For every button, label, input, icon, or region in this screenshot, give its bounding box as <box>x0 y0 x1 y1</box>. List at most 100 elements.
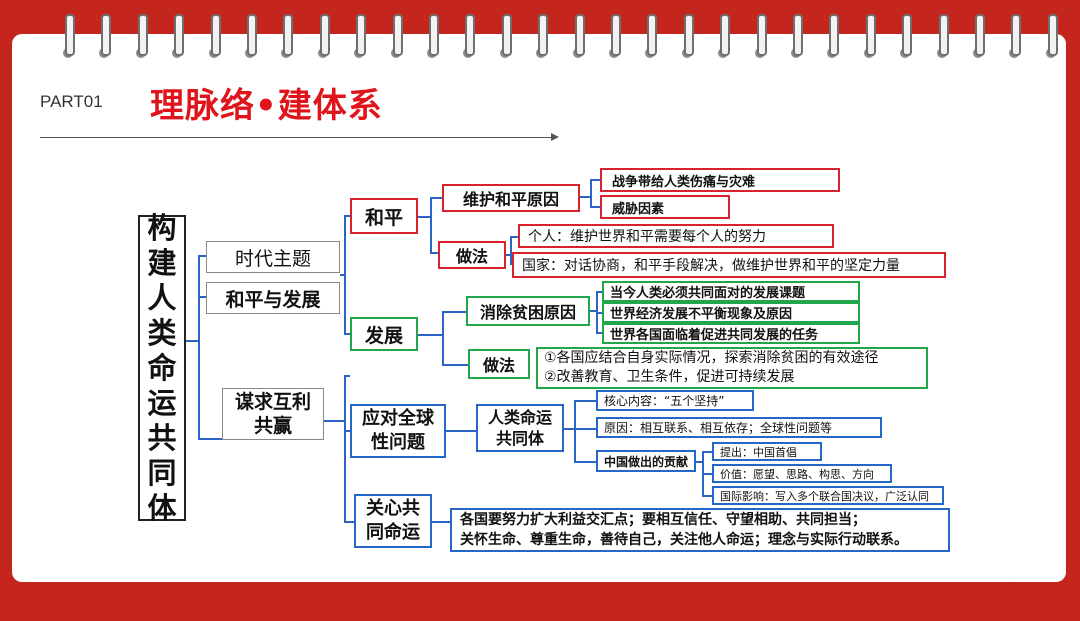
binding-ring <box>900 14 913 60</box>
node-peace: 和平 <box>350 198 418 234</box>
ring-loop <box>720 14 731 56</box>
node-shared-destiny: 关心共同命运 <box>354 494 432 548</box>
binding-ring <box>827 14 840 60</box>
ring-loop <box>1011 14 1022 56</box>
binding-ring <box>463 14 476 60</box>
node-development-method-label: 做法 <box>482 356 515 375</box>
ring-loop <box>356 14 367 56</box>
node-poverty-reason: 消除贫困原因 <box>466 296 590 326</box>
china-contribution-item: 国际影响：写入多个联合国决议，广泛认同 <box>712 486 944 505</box>
ring-loop <box>247 14 257 56</box>
node-peace-method-label: 做法 <box>455 247 488 266</box>
node-peace-method: 做法 <box>438 241 506 269</box>
binding-ring <box>681 14 694 60</box>
node-peace-label: 和平 <box>364 206 403 229</box>
binding-ring <box>427 14 439 60</box>
development-method-text: ①各国应结合自身实际情况，探索消除贫困的有效途径 <box>544 350 879 366</box>
binding-ring <box>317 14 330 60</box>
poverty-reason-text: 当今人类必须共同面对的发展课题 <box>610 286 806 301</box>
binding-ring <box>499 14 512 60</box>
ring-loop <box>829 14 840 56</box>
ring-loop <box>465 14 476 56</box>
binding-ring <box>245 14 257 60</box>
ring-loop <box>756 14 767 56</box>
binding-ring <box>936 14 949 60</box>
binding-ring <box>791 14 803 60</box>
node-peace-reason-label: 维护和平原因 <box>462 190 559 209</box>
development-method-list: ①各国应结合自身实际情况，探索消除贫困的有效途径 ②改善教育、卫生条件，促进可持… <box>536 347 928 389</box>
ring-loop <box>574 14 585 56</box>
ring-loop <box>137 14 148 56</box>
root-label: 构建人类命运共同体 <box>147 210 177 525</box>
node-development: 发展 <box>350 317 418 351</box>
peace-method-item: 个人：维护世界和平需要每个人的努力 <box>518 224 834 248</box>
shared-destiny-text: 各国要努力扩大利益交汇点；要相互信任、守望相助、共同担当； <box>460 512 866 528</box>
binding-ring <box>354 14 367 60</box>
node-shared-destiny-label: 关心共同命运 <box>366 498 420 543</box>
node-china-contribution-label: 中国做出的贡献 <box>604 454 689 469</box>
arrow-head-icon <box>551 133 559 141</box>
binding-ring <box>572 14 585 60</box>
binding-ring <box>1009 14 1022 60</box>
binding-ring <box>281 14 294 60</box>
china-contribution-item: 提出：中国首倡 <box>712 442 822 461</box>
ring-loop <box>429 14 439 56</box>
node-development-method: 做法 <box>468 349 530 379</box>
china-contribution-text: 价值：愿望、思路、构思、方向 <box>720 467 874 481</box>
ring-loop <box>210 14 221 56</box>
peace-reason-text: 战争带给人类伤痛与灾难 <box>612 174 756 190</box>
ring-loop <box>865 14 876 56</box>
ring-loop <box>647 14 658 56</box>
binding-ring <box>754 14 767 60</box>
ring-loop <box>1047 14 1058 56</box>
poverty-reason-item: 世界各国面临着促进共同发展的任务 <box>602 323 860 344</box>
page-title: 理脉络•建体系 <box>150 86 383 126</box>
global-cause: 原因：相互联系、相互依存；全球性问题等 <box>596 417 882 438</box>
node-mutual-benefit-label: 谋求互利共赢 <box>234 391 311 437</box>
ring-loop <box>683 14 694 56</box>
node-community: 人类命运共同体 <box>476 404 564 452</box>
binding-ring <box>536 14 549 60</box>
ring-loop <box>793 14 803 56</box>
node-china-contribution: 中国做出的贡献 <box>596 450 696 472</box>
ring-loop <box>938 14 949 56</box>
node-global-issues: 应对全球性问题 <box>350 404 446 458</box>
node-community-label: 人类命运共同体 <box>487 408 552 448</box>
binding-ring <box>609 14 621 60</box>
china-contribution-text: 国际影响：写入多个联合国决议，广泛认同 <box>720 489 929 503</box>
global-core-content-text: 核心内容：“五个坚持” <box>604 394 725 408</box>
global-cause-text: 原因：相互联系、相互依存；全球性问题等 <box>604 421 833 435</box>
ring-loop <box>65 14 75 56</box>
china-contribution-text: 提出：中国首倡 <box>720 445 797 459</box>
binding-ring <box>99 14 112 60</box>
binding-ring <box>863 14 876 60</box>
ring-loop <box>975 14 985 56</box>
global-core-content: 核心内容：“五个坚持” <box>596 390 754 411</box>
node-global-issues-label: 应对全球性问题 <box>362 408 434 453</box>
poverty-reason-text: 世界经济发展不平衡现象及原因 <box>610 307 793 322</box>
part-label: PART01 <box>40 92 103 111</box>
ring-loop <box>902 14 913 56</box>
binding-ring <box>390 14 403 60</box>
peace-reason-text: 威胁因素 <box>612 201 665 217</box>
ring-loop <box>101 14 112 56</box>
root-node: 构建人类命运共同体 <box>138 211 186 525</box>
poverty-reason-text: 世界各国面临着促进共同发展的任务 <box>610 328 819 343</box>
shared-destiny-content: 各国要努力扩大利益交汇点；要相互信任、守望相助、共同担当； 关怀生命、尊重生命，… <box>450 508 950 552</box>
node-peace-development: 和平与发展 <box>206 282 340 314</box>
binding-ring <box>63 14 75 60</box>
ring-loop <box>538 14 549 56</box>
binding-ring <box>172 14 185 60</box>
binding-ring <box>208 14 221 60</box>
poverty-reason-item: 当今人类必须共同面对的发展课题 <box>602 281 860 302</box>
binding-ring <box>645 14 658 60</box>
node-era-theme: 时代主题 <box>206 241 340 273</box>
poverty-reason-item: 世界经济发展不平衡现象及原因 <box>602 302 860 323</box>
slide: 道法小妖怪 道法小妖怪 道法小妖怪 道法小妖怪 道法小妖怪 道法小妖怪 道法小妖… <box>12 14 1066 582</box>
shared-destiny-text: 关怀生命、尊重生命，善待自己，关注他人命运；理念与实际行动联系。 <box>460 532 908 548</box>
node-era-theme-label: 时代主题 <box>234 247 311 270</box>
ring-loop <box>501 14 512 56</box>
binding-ring <box>135 14 148 60</box>
node-peace-reason: 维护和平原因 <box>442 184 580 212</box>
peace-method-text: 国家：对话协商，和平手段解决，做维护世界和平的坚定力量 <box>522 258 900 274</box>
